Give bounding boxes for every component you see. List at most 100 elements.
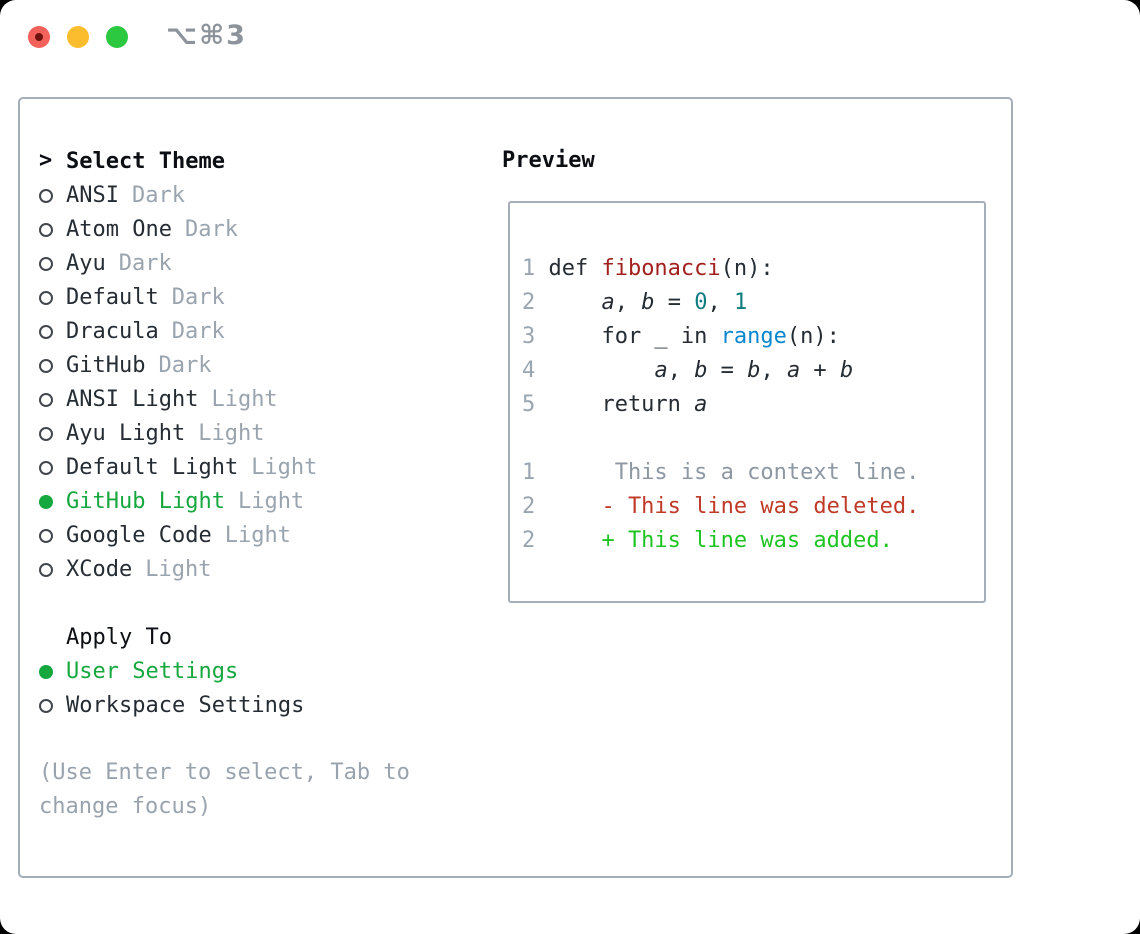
diff-deleted-line: 2 - This line was deleted. [522,489,984,523]
preview-box: 1 def fibonacci(n): 2 a, b = 0, 1 3 for _… [508,201,986,603]
line-number: 3 [522,323,536,349]
picker-title: Select Theme [66,148,225,174]
code-token-function: fibonacci [601,255,721,281]
line-number: 1 [522,459,536,485]
radio-icon [39,256,53,271]
theme-option-default-light[interactable]: Default Light Light [39,450,489,484]
window-title: ⌥⌘3 [166,20,247,51]
code-token: def [548,255,602,281]
theme-option-xcode-light[interactable]: XCode Light [39,552,489,586]
theme-option-ayu-light[interactable]: Ayu Light Light [39,416,489,450]
code-token: for _ in [548,323,721,349]
theme-option-github-dark[interactable]: GitHub Dark [39,348,489,382]
apply-option-workspace-settings[interactable]: Workspace Settings [39,688,489,722]
theme-name: XCode [66,556,133,582]
diff-context-text: This is a context line. [548,459,920,485]
theme-name: Default Light [66,454,239,480]
code-token: , [667,357,695,383]
line-number: 5 [522,391,536,417]
code-token-variable: a [654,357,668,383]
theme-option-default-dark[interactable]: Default Dark [39,280,489,314]
close-button[interactable] [28,26,50,48]
main-panel: > Select Theme ANSI Dark Atom One Dark A… [18,97,1013,878]
theme-variant: Dark [118,250,172,276]
code-line: 4 a, b = b, a + b [522,353,984,387]
theme-name: ANSI Light [66,386,199,412]
radio-icon [39,358,53,373]
diff-context-line: 1 This is a context line. [522,455,984,489]
theme-option-ansi-dark[interactable]: ANSI Dark [39,178,489,212]
theme-option-github-light[interactable]: GitHub Light Light [39,484,489,518]
theme-option-google-code-light[interactable]: Google Code Light [39,518,489,552]
code-token-number: 1 [733,289,748,315]
line-number: 2 [522,289,536,315]
radio-icon [39,290,53,305]
line-number: 2 [522,527,536,553]
code-token [548,290,601,315]
code-token-variable: b [839,357,854,383]
radio-icon [39,426,53,441]
picker-title-row: > Select Theme [39,144,489,178]
code-token-variable: a [601,289,615,315]
apply-to-title-row: Apply To [39,620,489,654]
spacer-line [522,421,984,455]
theme-variant: Dark [131,182,185,208]
title-bar: ⌥⌘3 [0,0,1140,97]
spacer [39,586,489,620]
line-number: 1 [522,255,536,281]
minimize-button[interactable] [67,26,89,48]
theme-name: ANSI [66,182,119,208]
theme-name: GitHub [66,352,146,378]
code-token-variable: a [694,391,708,417]
radio-icon [39,188,53,203]
radio-selected-icon [39,664,53,679]
theme-name: Google Code [66,522,212,548]
code-token: , [614,289,642,315]
code-token: , [707,289,734,315]
help-text: (Use Enter to select, Tab to change focu… [39,760,410,819]
radio-icon [39,222,53,237]
theme-variant: Light [224,522,291,548]
code-line: 2 a, b = 0, 1 [522,285,984,319]
radio-icon [39,528,53,543]
code-token: return [548,391,695,417]
theme-name: Atom One [66,216,172,242]
radio-icon [39,324,53,339]
theme-variant: Dark [171,284,225,310]
theme-variant: Dark [171,318,225,344]
apply-option-label: Workspace Settings [66,692,305,718]
code-token-variable: b [694,357,708,383]
theme-name: Default [66,284,159,310]
apply-option-label: User Settings [66,658,239,684]
code-token: , [760,357,787,383]
code-line: 1 def fibonacci(n): [522,251,984,285]
theme-name: Ayu [66,250,106,276]
code-token-variable: b [641,289,655,315]
code-token: (n): [720,255,774,281]
zoom-button[interactable] [106,26,128,48]
code-token-variable: a [786,357,801,383]
line-number: 4 [522,357,536,383]
code-line: 5 return a [522,387,984,421]
theme-variant: Light [145,556,212,582]
theme-option-ansi-light[interactable]: ANSI Light Light [39,382,489,416]
radio-icon [39,562,53,577]
theme-option-atom-one-dark[interactable]: Atom One Dark [39,212,489,246]
apply-option-user-settings[interactable]: User Settings [39,654,489,688]
spacer [39,722,489,756]
theme-variant: Light [237,488,305,514]
code-token: = [707,357,748,383]
theme-variant: Dark [184,216,238,242]
theme-variant: Light [211,386,278,412]
theme-name: Dracula [66,318,159,344]
code-token-number: 0 [694,289,708,315]
spacer-line [522,217,984,251]
theme-name: GitHub Light [66,488,225,514]
apply-to-title: Apply To [66,624,172,650]
line-number: 2 [522,493,536,519]
theme-option-ayu-dark[interactable]: Ayu Dark [39,246,489,280]
theme-option-dracula-dark[interactable]: Dracula Dark [39,314,489,348]
theme-variant: Dark [158,352,212,378]
diff-added-line: 2 + This line was added. [522,523,984,557]
